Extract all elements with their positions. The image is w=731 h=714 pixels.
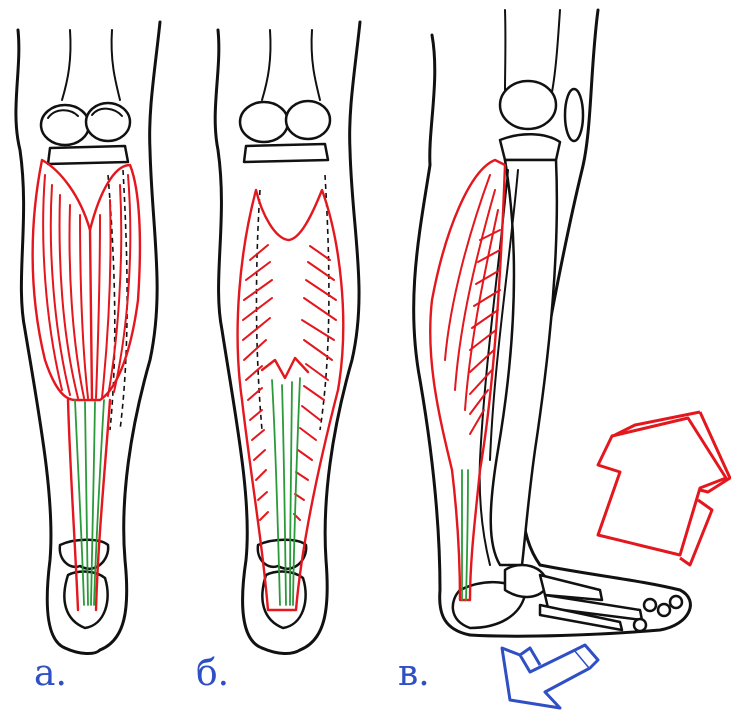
panel-a-label: а. (34, 656, 67, 692)
arrow-down-left-3d-icon (502, 645, 598, 708)
panel-c-tendon (462, 470, 468, 600)
panel-b-muscle-fibers (243, 245, 336, 520)
panel-b-label: б. (196, 656, 229, 692)
panel-a-muscle-fibers (43, 175, 130, 398)
panel-c-label: в. (398, 656, 430, 692)
panel-a-gastrocnemius (33, 160, 140, 400)
panel-c-muscle-fibers (445, 175, 500, 434)
panel-b-leg (215, 22, 360, 654)
arrow-up-right-3d-icon (598, 412, 730, 565)
panel-a-leg (16, 22, 160, 654)
